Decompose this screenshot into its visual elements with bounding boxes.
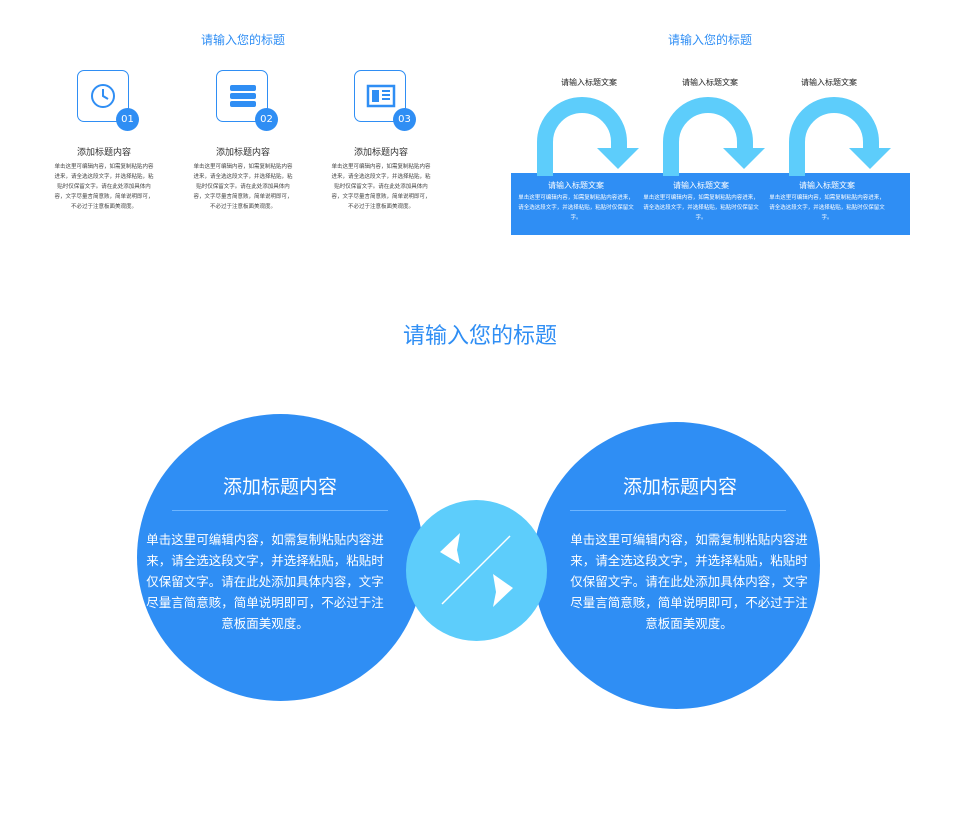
curved-arrows bbox=[537, 97, 891, 176]
step-title: 请输入标题文案 bbox=[548, 181, 604, 190]
feature-desc: 单击这里可编辑内容，如需复制粘贴内容进来，请全选这段文字，并选择粘贴，粘贴时仅保… bbox=[331, 164, 431, 210]
left-circle-title: 添加标题内容 bbox=[222, 476, 337, 498]
book-icon bbox=[354, 70, 406, 122]
left-divider bbox=[172, 510, 388, 511]
right-circle-title: 添加标题内容 bbox=[622, 476, 737, 498]
feature-desc: 单击这里可编辑内容，如需复制粘贴内容进来，请全选这段文字，并选择粘贴，粘贴时仅保… bbox=[193, 164, 293, 210]
curved-arrow-icon bbox=[663, 97, 765, 176]
step-head-2: 请输入标题文案 bbox=[682, 78, 738, 87]
number-badge: 01 bbox=[116, 108, 139, 131]
step-head-1: 请输入标题文案 bbox=[561, 78, 617, 87]
exchange-arrows-icon bbox=[440, 533, 513, 607]
feature-title: 添加标题内容 bbox=[215, 148, 270, 158]
panel1-title: 请输入您的标题 bbox=[200, 33, 285, 47]
left-circle bbox=[137, 414, 424, 701]
right-divider bbox=[570, 510, 786, 511]
step-desc: 单击这里可编辑内容，如需复制粘贴内容进来，请全选这段文字，并选择粘贴，粘贴时仅保… bbox=[769, 195, 885, 221]
number-badge: 03 bbox=[393, 108, 416, 131]
number-badge: 02 bbox=[255, 108, 278, 131]
panel2-title: 请输入您的标题 bbox=[667, 33, 752, 47]
step-title: 请输入标题文案 bbox=[799, 181, 855, 190]
center-circle bbox=[406, 500, 547, 641]
right-circle-desc: 单击这里可编辑内容，如需复制粘贴内容进来，请全选这段文字，并选择粘贴，粘贴时仅保… bbox=[570, 532, 808, 631]
feature-title: 添加标题内容 bbox=[76, 148, 131, 158]
curved-arrow-icon bbox=[789, 97, 891, 176]
step-item-2: 请输入标题文案 单击这里可编辑内容，如需复制粘贴内容进来，请全选这段文字，并选择… bbox=[641, 180, 761, 223]
step-desc: 单击这里可编辑内容，如需复制粘贴内容进来，请全选这段文字，并选择粘贴，粘贴时仅保… bbox=[643, 195, 759, 221]
left-circle-desc: 单击这里可编辑内容，如需复制粘贴内容进来，请全选这段文字，并选择粘贴，粘贴时仅保… bbox=[146, 532, 384, 631]
step-item-1: 请输入标题文案 单击这里可编辑内容，如需复制粘贴内容进来，请全选这段文字，并选择… bbox=[516, 180, 636, 223]
clock-icon bbox=[77, 70, 129, 122]
step-title: 请输入标题文案 bbox=[673, 181, 729, 190]
step-head-3: 请输入标题文案 bbox=[801, 78, 857, 87]
right-circle bbox=[533, 422, 820, 709]
feature-desc: 单击这里可编辑内容，如需复制粘贴内容进来，请全选这段文字，并选择粘贴，粘贴时仅保… bbox=[54, 164, 154, 210]
step-item-3: 请输入标题文案 单击这里可编辑内容，如需复制粘贴内容进来，请全选这段文字，并选择… bbox=[767, 180, 887, 223]
blue-band bbox=[511, 173, 910, 235]
stack-icon bbox=[216, 70, 268, 122]
panel3-title: 请输入您的标题 bbox=[402, 324, 557, 349]
feature-title: 添加标题内容 bbox=[353, 148, 408, 158]
curved-arrow-icon bbox=[537, 97, 639, 176]
step-desc: 单击这里可编辑内容，如需复制粘贴内容进来，请全选这段文字，并选择粘贴，粘贴时仅保… bbox=[518, 195, 634, 221]
